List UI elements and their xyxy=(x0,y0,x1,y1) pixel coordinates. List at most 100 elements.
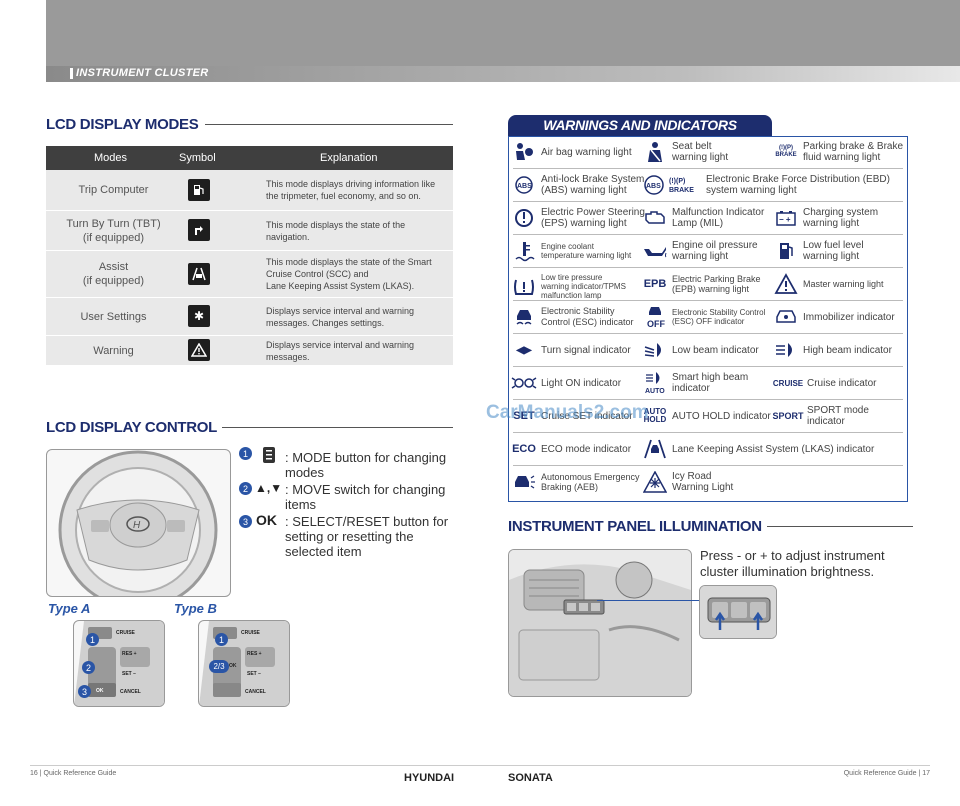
column-header: Symbol xyxy=(179,152,216,164)
mode-name: Warning xyxy=(93,344,134,357)
coolant-temp-icon xyxy=(511,240,537,262)
svg-text:ABS: ABS xyxy=(517,183,532,190)
warning-item: Electronic Stability Control (ESC) indic… xyxy=(511,306,634,328)
warning-item: Low beam indicator xyxy=(642,339,759,361)
battery-icon: − + xyxy=(773,207,799,229)
row-divider xyxy=(513,267,903,268)
gear-icon: ✱ xyxy=(188,305,210,327)
modes-table: Modes Symbol Explanation Trip Computer T… xyxy=(46,146,453,365)
table-header: Modes Symbol Explanation xyxy=(46,146,453,170)
svg-text:(!)(P): (!)(P) xyxy=(669,178,685,185)
table-row: Warning Displays service interval and wa… xyxy=(46,336,453,365)
control-desc: : SELECT/RESET button for setting or res… xyxy=(285,514,449,559)
warning-item: Electric Power Steering (EPS) warning li… xyxy=(511,207,645,229)
fuel-pump-icon xyxy=(773,240,799,262)
smart-high-beam-icon: AUTO xyxy=(642,372,668,395)
table-row: Assist (if equipped) This mode displays … xyxy=(46,251,453,298)
aeb-icon xyxy=(511,471,537,493)
low-beam-icon xyxy=(642,339,668,361)
parking-brake-icon: (!)(P) BRAKE xyxy=(775,145,797,158)
control-desc: : MODE button for changing modes xyxy=(285,450,447,480)
turn-signal-icon: ◀▶ xyxy=(516,344,532,356)
callout-badge: 1 xyxy=(239,447,252,460)
svg-text:OFF: OFF xyxy=(647,319,665,329)
tpms-icon xyxy=(511,276,537,298)
footer-rule xyxy=(30,765,930,766)
wheel-cruise-label: CRUISE xyxy=(241,630,260,636)
type-a-label: Type A xyxy=(48,601,91,616)
warning-item: ABS Anti-lock Brake System (ABS) warning… xyxy=(511,174,644,196)
fuel-trip-icon xyxy=(188,179,210,201)
lcd-modes-title: LCD DISPLAY MODES xyxy=(46,116,199,133)
warning-item: Low tire pressure warning indicator/TPMS… xyxy=(511,273,626,300)
mode-name: Assist (if equipped) xyxy=(82,261,145,287)
ebd-icon: ABS(!)(P)BRAKE xyxy=(642,174,702,196)
immobilizer-icon xyxy=(773,306,799,328)
warning-item: Light ON indicator xyxy=(511,372,621,394)
esc-off-icon: OFF xyxy=(642,306,668,329)
callout-badge: 3 xyxy=(239,515,252,528)
warning-item: Seat belt warning light xyxy=(642,141,728,163)
warning-item: AUTO Smart high beam indicator xyxy=(642,372,748,395)
brand-sonata: SONATA xyxy=(508,772,553,784)
row-divider xyxy=(513,300,903,301)
lane-assist-icon xyxy=(188,263,210,285)
title-rule xyxy=(767,526,913,527)
mode-explanation: This mode displays driving information l… xyxy=(266,179,436,201)
svg-text:ABS: ABS xyxy=(646,183,661,190)
high-beam-icon xyxy=(773,339,799,361)
engine-check-icon xyxy=(642,207,668,229)
type-a-switch-image: CRUISE RES + SET − OK CANCEL 1 2 3 xyxy=(73,620,165,707)
esc-icon xyxy=(511,306,537,328)
wheel-cruise-label: CRUISE xyxy=(116,630,135,636)
callout-badge: 1 xyxy=(215,633,228,646)
warning-item: Low fuel level warning light xyxy=(773,240,864,262)
mode-explanation: This mode displays the state of the Smar… xyxy=(266,257,432,291)
icy-road-icon xyxy=(642,471,668,493)
wheel-cancel-label: CANCEL xyxy=(120,689,141,695)
sport-mode-icon: SPORT xyxy=(772,411,804,421)
warning-item: EPB Electric Parking Brake (EPB) warning… xyxy=(643,274,761,294)
warning-item: Engine oil pressure warning light xyxy=(642,240,758,262)
mode-explanation: Displays service interval and warning me… xyxy=(266,339,415,362)
cruise-set-icon: SET xyxy=(513,410,535,422)
table-row: User Settings ✱ Displays service interva… xyxy=(46,298,453,336)
footer-left: 16 | Quick Reference Guide xyxy=(30,770,117,777)
row-divider xyxy=(513,366,903,367)
warnings-panel: Air bag warning light Seat belt warning … xyxy=(508,136,908,502)
callout-badge: 2/3 xyxy=(209,660,229,673)
warning-item: Malfunction Indicator Lamp (MIL) xyxy=(642,207,764,229)
column-header: Explanation xyxy=(320,152,378,164)
mode-explanation: Displays service interval and warning me… xyxy=(266,305,415,328)
turn-arrow-icon xyxy=(188,219,210,241)
callout-badge: 2 xyxy=(239,482,252,495)
warning-item: AUTO HOLD AUTO HOLD indicator xyxy=(642,405,771,427)
wheel-ok-label: OK xyxy=(229,663,237,669)
warning-item: SET Cruise SET indicator xyxy=(511,405,632,427)
mode-button-icon xyxy=(261,446,277,469)
seatbelt-icon xyxy=(642,141,668,163)
warning-item: Immobilizer indicator xyxy=(773,306,895,328)
table-row: Turn By Turn (TBT) (if equipped) This mo… xyxy=(46,211,453,251)
warning-item: SPORT SPORT mode indicator xyxy=(772,405,869,427)
ok-button-symbol: OK xyxy=(256,512,277,528)
footer-right: Quick Reference Guide | 17 xyxy=(843,770,930,777)
warning-item: Autonomous Emergency Braking (AEB) xyxy=(511,471,640,493)
warning-item: Air bag warning light xyxy=(511,141,632,163)
section-strip xyxy=(46,66,960,82)
row-divider xyxy=(513,399,903,400)
callout-badge: 2 xyxy=(82,661,95,674)
mode-name: Trip Computer xyxy=(78,184,149,196)
warnings-title: WARNINGS AND INDICATORS xyxy=(543,117,737,133)
illumination-text: Press - or + to adjust instrument cluste… xyxy=(700,548,885,579)
airbag-icon xyxy=(511,141,537,163)
title-rule xyxy=(222,427,453,428)
column-header: Modes xyxy=(94,152,128,164)
epb-icon: EPB xyxy=(643,278,667,290)
cruise-icon: CRUISE xyxy=(772,378,804,388)
wheel-set-label: SET − xyxy=(122,671,137,677)
warning-triangle-icon xyxy=(188,339,210,361)
row-divider xyxy=(513,432,903,433)
auto-hold-icon: AUTO HOLD xyxy=(643,407,667,424)
wheel-ok-label: OK xyxy=(96,688,104,694)
